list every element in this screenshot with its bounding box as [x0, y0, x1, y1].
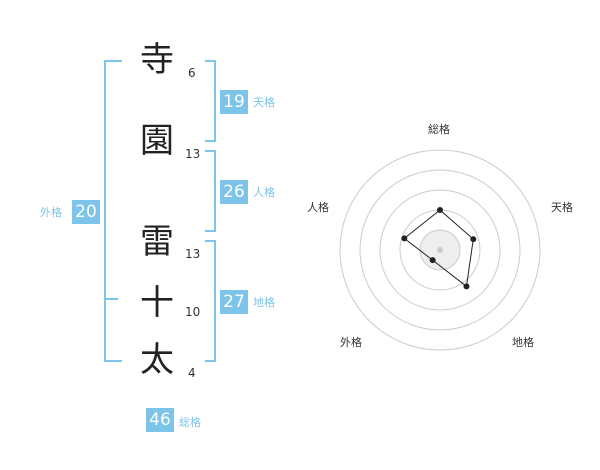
- radar-ring-3: [379, 189, 501, 311]
- radar-rings: [339, 149, 541, 351]
- stroke-count-2: 13: [185, 147, 201, 161]
- name-char-1: 寺: [140, 40, 174, 80]
- fortune-radar-chart: [339, 149, 541, 351]
- radar-point-tenkaku: [470, 236, 477, 243]
- radar-label-soukaku: 総格: [428, 123, 450, 136]
- stroke-count-5: 4: [188, 366, 196, 380]
- radar-shape: [401, 207, 477, 290]
- stroke-count-4: 10: [185, 305, 201, 319]
- radar-ring-2: [359, 169, 521, 331]
- name-char-2: 園: [140, 121, 174, 161]
- stroke-count-3: 13: [185, 247, 201, 261]
- radar-point-gaikaku: [429, 257, 436, 264]
- jinkaku-bracket: [205, 150, 216, 232]
- radar-point-soukaku: [437, 207, 443, 213]
- jinkaku-value: 26: [220, 180, 248, 204]
- soukaku-label: 総格: [179, 416, 201, 429]
- name-char-4: 十: [140, 283, 174, 323]
- radar-polygon: [403, 209, 474, 288]
- name-char-5: 太: [140, 340, 174, 380]
- gaikaku-value: 20: [72, 200, 100, 224]
- stroke-count-1: 6: [188, 66, 196, 80]
- soukaku-value: 46: [146, 408, 174, 432]
- radar-center-dot: [437, 247, 443, 253]
- radar-label-tenkaku: 天格: [551, 201, 573, 214]
- tenkaku-label: 天格: [253, 96, 275, 109]
- chikaku-value: 27: [220, 290, 248, 314]
- tenkaku-bracket: [205, 60, 216, 142]
- radar-label-gaikaku: 外格: [340, 336, 362, 349]
- radar-label-jinkaku: 人格: [307, 201, 329, 214]
- gaikaku-label: 外格: [40, 206, 62, 219]
- radar-ring-1: [339, 149, 541, 351]
- name-char-3: 雷: [140, 222, 174, 262]
- jinkaku-label: 人格: [253, 186, 275, 199]
- gaikaku-bracket: [104, 60, 122, 362]
- radar-point-jinkaku: [401, 235, 408, 242]
- chikaku-label: 地格: [253, 296, 275, 309]
- tenkaku-value: 19: [220, 90, 248, 114]
- radar-label-chikaku: 地格: [512, 336, 534, 349]
- gaikaku-bracket-mid: [104, 298, 118, 300]
- chikaku-bracket: [205, 240, 216, 362]
- radar-point-chikaku: [463, 283, 470, 290]
